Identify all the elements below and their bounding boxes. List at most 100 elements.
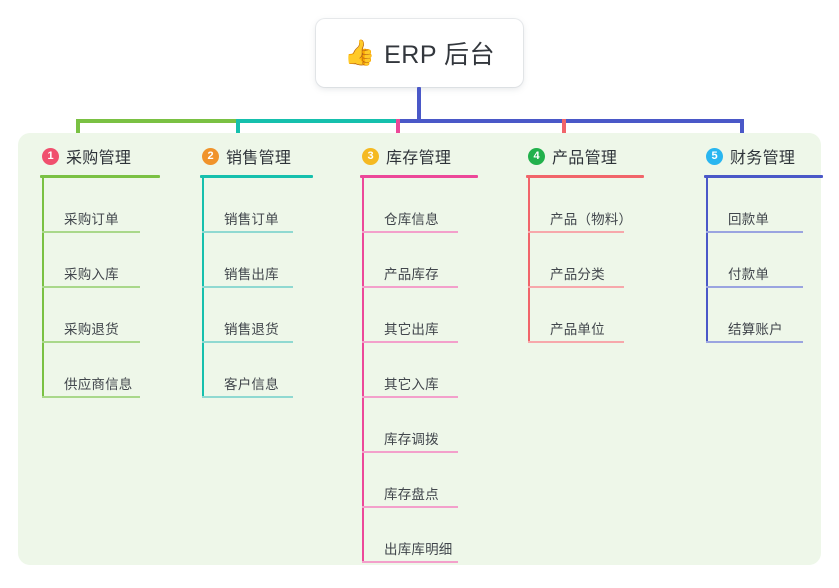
column-title-sales: 销售管理 — [226, 150, 292, 167]
module-item-label: 产品库存 — [384, 267, 439, 282]
drop-finance — [740, 119, 744, 143]
module-item-label: 库存盘点 — [384, 487, 439, 502]
module-item-rule — [362, 451, 458, 453]
column-items-sales: 销售订单销售出库销售退货客户信息 — [200, 178, 352, 398]
module-item[interactable]: 付款单 — [704, 233, 839, 288]
drop-inventory — [396, 119, 400, 143]
column-header-finance[interactable]: 5 财务管理 — [704, 143, 839, 169]
module-item[interactable]: 供应商信息 — [40, 343, 192, 398]
module-item-rule — [42, 341, 140, 343]
module-item-rule — [362, 286, 458, 288]
module-item[interactable]: 采购退货 — [40, 288, 192, 343]
column-rule-sales — [200, 175, 313, 178]
module-item[interactable]: 仓库信息 — [360, 178, 520, 233]
module-column-sales: 2 销售管理销售订单销售出库销售退货客户信息 — [200, 143, 352, 398]
module-item[interactable]: 出库库明细 — [360, 508, 520, 563]
module-item-rule — [42, 231, 140, 233]
thumbs-up-icon: 👍 — [343, 38, 376, 67]
column-spine-sales — [202, 178, 204, 398]
module-item-label: 仓库信息 — [384, 212, 439, 227]
drop-sales — [236, 119, 240, 143]
root-stem — [417, 87, 421, 123]
module-item-label: 结算账户 — [728, 322, 783, 337]
column-rule-finance — [704, 175, 823, 178]
column-badge-inventory: 3 — [362, 147, 379, 165]
column-badge-sales: 2 — [202, 147, 219, 165]
module-item[interactable]: 回款单 — [704, 178, 839, 233]
module-item[interactable]: 库存调拨 — [360, 398, 520, 453]
module-item-rule — [42, 286, 140, 288]
module-item-rule — [706, 286, 803, 288]
module-item-label: 采购入库 — [64, 267, 119, 282]
column-title-finance: 财务管理 — [730, 150, 796, 167]
column-spine-inventory — [362, 178, 364, 563]
module-item-rule — [528, 341, 624, 343]
module-item-label: 采购退货 — [64, 322, 119, 337]
module-item[interactable]: 销售退货 — [200, 288, 352, 343]
module-item-rule — [706, 231, 803, 233]
module-item[interactable]: 采购入库 — [40, 233, 192, 288]
module-item[interactable]: 采购订单 — [40, 178, 192, 233]
module-item-label: 客户信息 — [224, 377, 279, 392]
column-header-sales[interactable]: 2 销售管理 — [200, 143, 352, 169]
module-item-rule — [528, 286, 624, 288]
module-item[interactable]: 其它出库 — [360, 288, 520, 343]
module-item-label: 出库库明细 — [384, 542, 453, 557]
column-title-inventory: 库存管理 — [386, 150, 452, 167]
module-item[interactable]: 结算账户 — [704, 288, 839, 343]
column-spine-product — [528, 178, 530, 343]
drop-purchase — [76, 119, 80, 143]
module-item-rule — [528, 231, 624, 233]
column-spine-purchase — [42, 178, 44, 398]
column-rule-purchase — [40, 175, 160, 178]
module-item-rule — [362, 561, 458, 563]
column-rule-product — [526, 175, 644, 178]
root-node-erp-backend[interactable]: 👍 ERP 后台 — [316, 19, 523, 87]
module-item-label: 其它入库 — [384, 377, 439, 392]
bus-segment-green — [76, 119, 236, 123]
module-item-label: 回款单 — [728, 212, 770, 227]
column-badge-finance: 5 — [706, 147, 723, 165]
module-item[interactable]: 库存盘点 — [360, 453, 520, 508]
column-items-purchase: 采购订单采购入库采购退货供应商信息 — [40, 178, 192, 398]
column-items-inventory: 仓库信息产品库存其它出库其它入库库存调拨库存盘点出库库明细 — [360, 178, 520, 563]
module-item[interactable]: 其它入库 — [360, 343, 520, 398]
column-items-finance: 回款单付款单结算账户 — [704, 178, 839, 343]
module-item-label: 销售订单 — [224, 212, 279, 227]
module-item-label: 销售出库 — [224, 267, 279, 282]
module-item[interactable]: 产品单位 — [526, 288, 686, 343]
module-item-label: 产品（物料） — [550, 212, 633, 227]
module-item-rule — [202, 341, 293, 343]
module-item-label: 产品分类 — [550, 267, 605, 282]
module-item[interactable]: 销售出库 — [200, 233, 352, 288]
column-title-purchase: 采购管理 — [66, 150, 132, 167]
column-items-product: 产品（物料） 产品分类产品单位 — [526, 178, 686, 343]
module-item-label: 库存调拨 — [384, 432, 439, 447]
module-item-label: 采购订单 — [64, 212, 119, 227]
module-item-label: 销售退货 — [224, 322, 279, 337]
module-item[interactable]: 销售订单 — [200, 178, 352, 233]
module-item-rule — [202, 231, 293, 233]
column-header-inventory[interactable]: 3 库存管理 — [360, 143, 520, 169]
bus-segment-blue — [396, 119, 744, 123]
module-item-label: 其它出库 — [384, 322, 439, 337]
module-item[interactable]: 产品（物料） — [526, 178, 686, 233]
module-item[interactable]: 产品库存 — [360, 233, 520, 288]
module-item-rule — [202, 396, 293, 398]
drop-product — [562, 119, 566, 143]
module-item[interactable]: 客户信息 — [200, 343, 352, 398]
module-item-rule — [706, 341, 803, 343]
column-spine-finance — [706, 178, 708, 343]
module-column-finance: 5 财务管理回款单付款单结算账户 — [704, 143, 839, 343]
module-item-rule — [362, 231, 458, 233]
column-title-product: 产品管理 — [552, 150, 618, 167]
module-item-rule — [202, 286, 293, 288]
module-item[interactable]: 产品分类 — [526, 233, 686, 288]
